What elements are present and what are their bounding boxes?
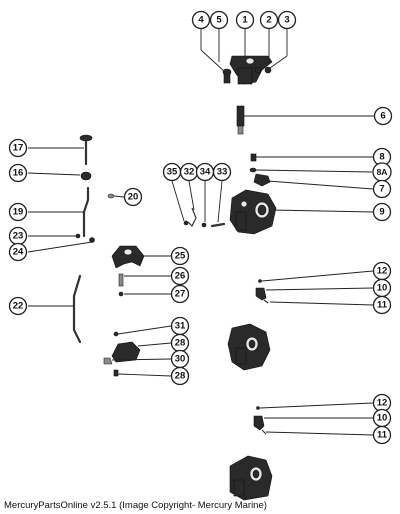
callout-24[interactable]: 24 xyxy=(8,242,28,262)
linkage-small-parts xyxy=(183,207,226,228)
callout-6[interactable]: 6 xyxy=(373,106,393,126)
callout-12-lower-label: 12 xyxy=(377,398,388,409)
callout-2[interactable]: 2 xyxy=(259,10,279,30)
callout-8-label: 8 xyxy=(379,152,384,163)
callout-9[interactable]: 9 xyxy=(372,202,392,222)
callout-2-label: 2 xyxy=(266,15,271,26)
callout-16-label: 16 xyxy=(13,168,24,179)
callout-34-label: 34 xyxy=(200,167,211,178)
callout-7-label: 7 xyxy=(379,184,384,195)
callout-8a-label: 8A xyxy=(377,167,388,177)
callout-28-upper-label: 28 xyxy=(175,338,186,349)
bracket-assembly-part xyxy=(222,55,273,85)
screw-washer-lever-parts xyxy=(249,153,271,187)
callout-16[interactable]: 16 xyxy=(8,163,28,183)
callout-5[interactable]: 5 xyxy=(209,10,229,30)
callout-31-label: 31 xyxy=(175,321,186,332)
callout-1[interactable]: 1 xyxy=(235,10,255,30)
carburetor-body-part xyxy=(229,189,277,235)
callout-11-lower-label: 11 xyxy=(377,430,388,441)
callout-33-label: 33 xyxy=(217,167,228,178)
callout-10-lower-label: 10 xyxy=(377,413,388,424)
callout-20-label: 20 xyxy=(128,192,139,203)
callout-33[interactable]: 33 xyxy=(212,162,232,182)
callout-17-label: 17 xyxy=(13,143,24,154)
spring-part-26 xyxy=(118,273,124,287)
callout-12-upper-label: 12 xyxy=(377,266,388,277)
bowl-part-28 xyxy=(111,341,141,363)
clip-part-20 xyxy=(107,193,115,199)
callout-5-label: 5 xyxy=(216,15,222,26)
float-bowl-part-25 xyxy=(111,245,145,269)
plunger-part xyxy=(236,105,245,135)
callout-34[interactable]: 34 xyxy=(195,162,215,182)
callout-4[interactable]: 4 xyxy=(191,10,211,30)
callout-11-lower[interactable]: 11 xyxy=(372,425,392,445)
callout-30[interactable]: 30 xyxy=(170,349,190,369)
callout-22-label: 22 xyxy=(13,301,24,312)
callout-10-lower[interactable]: 10 xyxy=(372,408,392,428)
screw-part-28 xyxy=(113,369,119,377)
callout-30-label: 30 xyxy=(175,354,186,365)
bolt-part xyxy=(79,134,93,166)
callout-10-upper-label: 10 xyxy=(377,283,388,294)
float-part-30 xyxy=(103,357,113,365)
callout-28-lower-label: 28 xyxy=(175,371,186,382)
callout-23[interactable]: 23 xyxy=(8,226,28,246)
callout-9-label: 9 xyxy=(379,207,384,218)
carburetor-bottom-part xyxy=(229,455,273,501)
callout-28-upper[interactable]: 28 xyxy=(170,333,190,353)
throttle-rod-part-22 xyxy=(72,274,82,344)
callout-35[interactable]: 35 xyxy=(162,162,182,182)
callout-24-label: 24 xyxy=(13,247,24,258)
lever-group-lower xyxy=(253,406,267,435)
callout-7[interactable]: 7 xyxy=(372,179,392,199)
callout-11-upper-label: 11 xyxy=(377,300,388,311)
callout-26-label: 26 xyxy=(175,271,186,282)
callout-4-label: 4 xyxy=(198,15,204,26)
lever-group-upper xyxy=(255,279,269,304)
callout-12-lower[interactable]: 12 xyxy=(372,393,392,413)
callout-35-label: 35 xyxy=(167,167,178,178)
callout-25-label: 25 xyxy=(175,251,186,262)
callout-11-upper[interactable]: 11 xyxy=(372,295,392,315)
callout-19-label: 19 xyxy=(13,207,24,218)
copyright-caption: MercuryPartsOnline v2.5.1 (Image Copyrig… xyxy=(4,500,267,511)
callout-1-label: 1 xyxy=(242,15,248,26)
callout-8a[interactable]: 8A xyxy=(372,162,392,182)
callout-10-upper[interactable]: 10 xyxy=(372,278,392,298)
callout-28-lower[interactable]: 28 xyxy=(170,366,190,386)
leader-lines xyxy=(27,29,374,436)
callout-22[interactable]: 22 xyxy=(8,296,28,316)
callout-12-upper[interactable]: 12 xyxy=(372,261,392,281)
clip-part-24 xyxy=(89,237,95,243)
callout-25[interactable]: 25 xyxy=(170,246,190,266)
callout-32-label: 32 xyxy=(184,167,195,178)
callout-20[interactable]: 20 xyxy=(123,187,143,207)
callout-23-label: 23 xyxy=(13,231,24,242)
callout-26[interactable]: 26 xyxy=(170,266,190,286)
callout-32[interactable]: 32 xyxy=(179,162,199,182)
ball-part-31 xyxy=(113,331,119,337)
pin-part-23 xyxy=(75,233,81,239)
callout-17[interactable]: 17 xyxy=(8,138,28,158)
washer-part-16 xyxy=(80,171,92,181)
carburetor-middle-part xyxy=(227,323,271,371)
ball-part-27 xyxy=(118,291,124,297)
callout-31[interactable]: 31 xyxy=(170,316,190,336)
callout-3[interactable]: 3 xyxy=(277,10,297,30)
callout-6-label: 6 xyxy=(380,111,385,122)
callout-27[interactable]: 27 xyxy=(170,284,190,304)
callout-27-label: 27 xyxy=(175,289,186,300)
callout-3-label: 3 xyxy=(284,15,289,26)
callout-19[interactable]: 19 xyxy=(8,202,28,222)
link-rod-part-19 xyxy=(82,186,90,238)
